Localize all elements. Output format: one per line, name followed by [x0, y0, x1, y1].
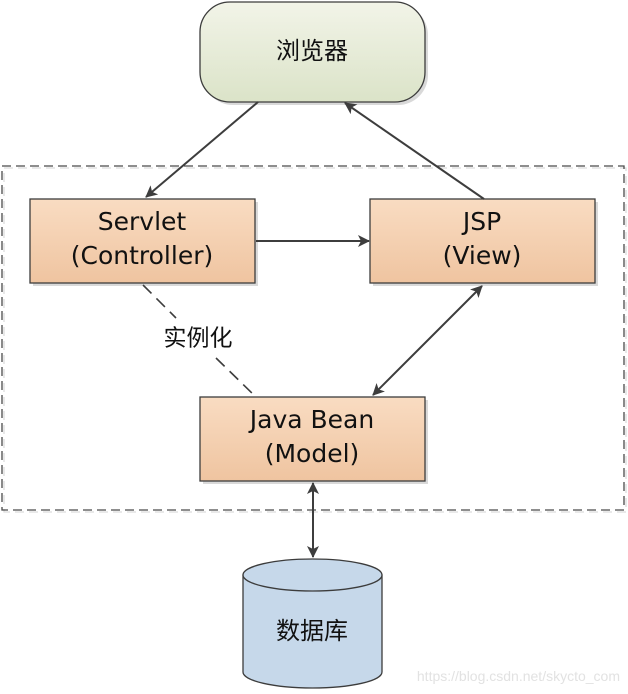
bean-label-line2: (Model)	[265, 439, 360, 468]
database-top	[242, 558, 383, 592]
database-body	[242, 574, 383, 689]
instantiate-label: 实例化	[164, 326, 233, 352]
bean-shape	[199, 396, 426, 482]
jsp-view-node[interactable]: JSP (View)	[369, 198, 598, 286]
servlet-label-line2: (Controller)	[71, 241, 213, 270]
browser-shape	[199, 1, 426, 103]
watermark-text: https://blog.csdn.net/skycto_com	[417, 668, 620, 684]
jsp-label-line2: (View)	[443, 241, 522, 270]
servlet-label-line1: Servlet	[98, 207, 187, 236]
edge-jsp-to-browser	[344, 102, 485, 200]
jsp-label-line1: JSP	[461, 207, 501, 236]
bean-label-line1: Java Bean	[248, 405, 374, 434]
servlet-controller-node[interactable]: Servlet (Controller)	[29, 198, 258, 286]
edge-browser-to-servlet	[145, 101, 259, 198]
jsp-shape	[369, 198, 596, 284]
edge-jsp-bean-bidirectional	[372, 285, 483, 396]
database-node[interactable]: 数据库	[242, 558, 383, 689]
database-label: 数据库	[276, 617, 348, 645]
edge-servlet-instantiates-bean: 实例化	[142, 284, 256, 397]
java-bean-model-node[interactable]: Java Bean (Model)	[199, 396, 428, 484]
browser-node[interactable]: 浏览器	[199, 1, 428, 105]
servlet-shape	[29, 198, 256, 284]
browser-label: 浏览器	[276, 37, 348, 65]
